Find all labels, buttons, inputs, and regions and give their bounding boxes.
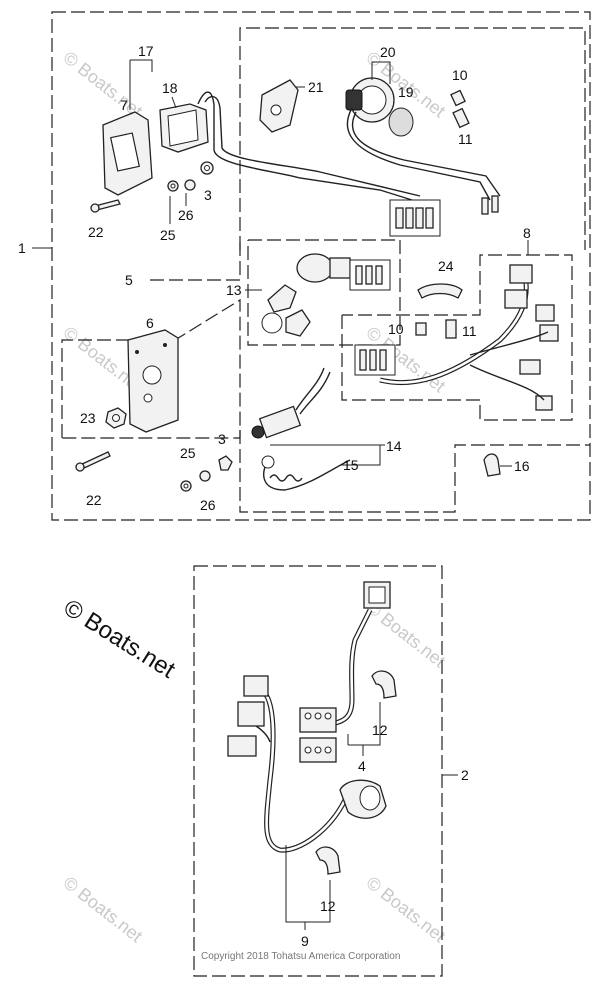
watermark-6: © Boats.net <box>60 872 147 946</box>
callout-18: 18 <box>162 80 178 96</box>
callout-19: 19 <box>398 84 414 100</box>
callout-3-upper: 3 <box>204 187 212 203</box>
callout-26-lower: 26 <box>200 497 216 513</box>
remote-switch-group <box>102 91 421 201</box>
connector-bundle-upper <box>389 199 441 237</box>
callout-20: 20 <box>380 44 396 60</box>
callout-10-upper: 10 <box>452 67 468 83</box>
assembly-14-frame <box>239 430 590 513</box>
callout-9: 9 <box>301 933 309 949</box>
copyright-text: Copyright 2018 Tohatsu America Corporati… <box>201 951 400 962</box>
clip-16 <box>483 453 501 477</box>
key-switch-13 <box>261 253 391 337</box>
callout-6: 6 <box>146 315 154 331</box>
callout-7: 7 <box>120 97 128 113</box>
assembly-1-frame <box>51 11 591 521</box>
harness-9 <box>227 581 391 853</box>
callout-14: 14 <box>386 438 402 454</box>
callout-11-mid: 11 <box>462 323 477 339</box>
assembly-6-frame <box>61 298 241 439</box>
callout-4: 4 <box>358 758 366 774</box>
callout-8: 8 <box>523 225 531 241</box>
stop-switch-14 <box>251 367 351 491</box>
callout-25-lower: 25 <box>180 445 196 461</box>
callout-21: 21 <box>308 79 324 95</box>
callout-16: 16 <box>514 458 530 474</box>
callout-17: 17 <box>138 43 154 59</box>
callout-1: 1 <box>18 240 26 256</box>
assembly-20-frame <box>239 27 586 250</box>
fasteners-lower <box>75 451 233 492</box>
callout-13: 13 <box>226 282 242 298</box>
watermark-main: © Boats.net <box>59 594 180 684</box>
callout-23: 23 <box>80 410 96 426</box>
callout-22-lower: 22 <box>86 492 102 508</box>
callout-10-mid: 10 <box>388 321 404 337</box>
panel-6 <box>127 329 179 433</box>
assembly-13-frame <box>247 239 401 346</box>
callout-11-upper: 11 <box>458 131 473 147</box>
callout-22-upper: 22 <box>88 224 104 240</box>
callout-5: 5 <box>125 272 133 288</box>
assembly-8-frame <box>341 254 573 421</box>
callout-24: 24 <box>438 258 454 274</box>
callout-2: 2 <box>461 767 469 783</box>
switch-20-group <box>259 77 501 215</box>
callout-3-lower: 3 <box>218 431 226 447</box>
watermark-1: © Boats.net <box>60 47 147 121</box>
assembly-2-frame <box>193 565 443 977</box>
callout-12-lower: 12 <box>320 898 336 914</box>
callout-12-upper: 12 <box>372 722 388 738</box>
terminals-mid <box>415 319 457 339</box>
clamp-24 <box>417 283 463 299</box>
clamps-12 <box>315 670 397 875</box>
callout-26-upper: 26 <box>178 207 194 223</box>
watermark-7: © Boats.net <box>363 872 450 946</box>
nut-23 <box>105 407 127 429</box>
harness-8 <box>354 264 559 411</box>
callout-25-upper: 25 <box>160 227 176 243</box>
fasteners-upper <box>90 161 214 213</box>
callout-15: 15 <box>343 457 359 473</box>
terminals-upper <box>450 89 470 129</box>
